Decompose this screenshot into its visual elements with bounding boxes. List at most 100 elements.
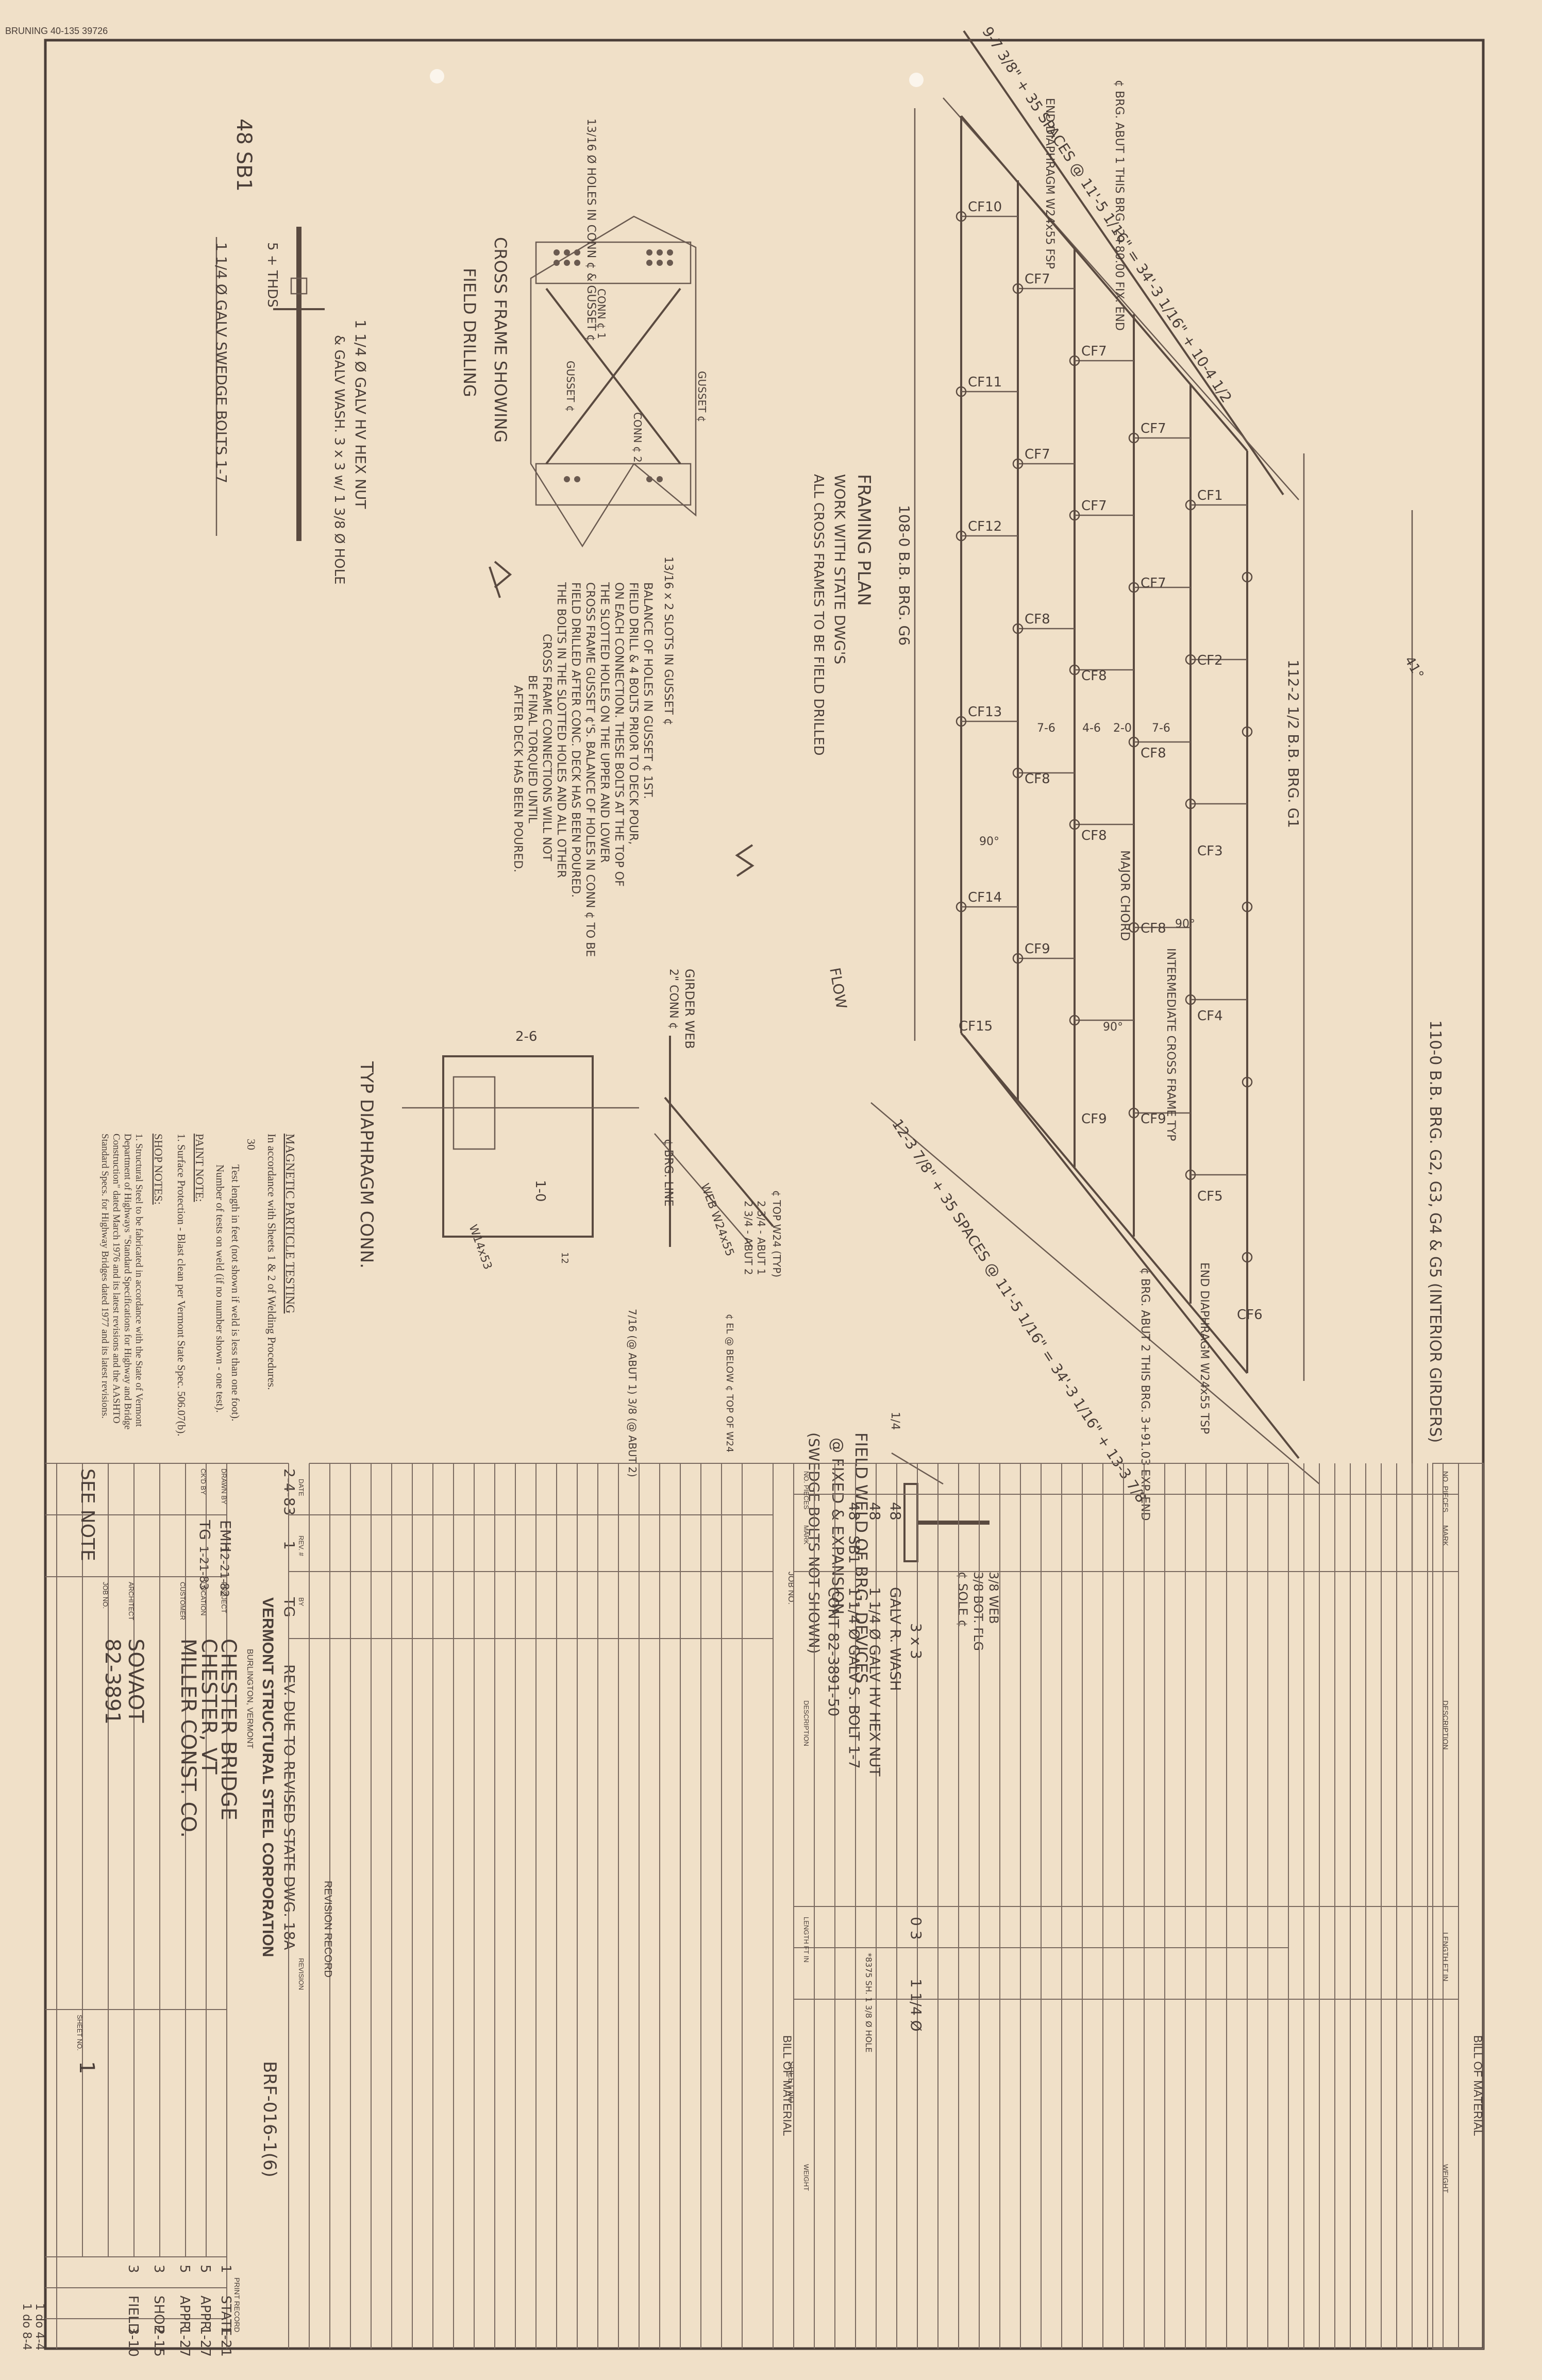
cf-label: CF11 (968, 375, 1002, 390)
cf-note: AFTER DECK HAS BEEN POURED. (511, 685, 524, 872)
paint-title: PAINT NOTE: (193, 1134, 206, 1202)
skew-angle: 41° (1401, 654, 1427, 682)
framing-note2: ALL CROSS FRAMES TO BE FIELD DRILLED (811, 474, 826, 756)
punch-hole (430, 69, 444, 83)
cf-note: CROSS FRAME GUSSET ¢'S. BALANCE OF HOLES… (583, 582, 596, 957)
slots-label: 13/16 x 2 SLOTS IN GUSSET ¢ (662, 556, 675, 725)
print-row: 1-27 (197, 2326, 213, 2357)
diaphragm-title: TYP DIAPHRAGM CONN. (356, 1061, 377, 1269)
bom-row-desc: GALV R. WASH (887, 1587, 904, 1691)
mpt-title: MAGNETIC PARTICLE TESTING (283, 1134, 296, 1313)
revision-title: REVISION RECORD (322, 1881, 333, 1978)
cf-label: CF7 (1141, 576, 1166, 591)
conn-label: 2" CONN ¢ (667, 969, 680, 1029)
cf-note: THE BOLTS IN THE SLOTTED HOLES AND ALL O… (555, 582, 567, 878)
cf-label: CF9 (1025, 941, 1050, 957)
conn2-label: CONN ¢ 2 (631, 412, 644, 463)
gusset-label-2: GUSSET ¢ (564, 361, 577, 412)
print-row: 3 (151, 2265, 166, 2273)
revision-record: REVISION RECORD DATE REV. # BY REVISION … (281, 1463, 774, 2349)
print-row: 5 (177, 2265, 192, 2273)
cf-label: CF7 (1081, 344, 1107, 359)
field-weld-title: FIELD WELD OF BRG. DEVICES (851, 1432, 871, 1683)
paint-text: 1. Surface Protection - Blast clean per … (175, 1134, 188, 1436)
bom-header: NO. PIECES (802, 1471, 810, 1510)
checked-label: CK'D BY (199, 1468, 207, 1495)
sheet-border (44, 39, 1485, 2350)
cf-label: CF13 (968, 704, 1002, 720)
project-name: CHESTER BRIDGE (216, 1639, 240, 1820)
conn1-label: CONN ¢ 1 (595, 289, 608, 339)
cf-label: CF7 (1025, 272, 1050, 287)
project-label: PROJECT (220, 1582, 228, 1613)
shop-text: 1. Structural Steel to be fabricated in … (99, 1134, 144, 1430)
north-arrow-2 (494, 561, 512, 588)
brg-line-label: ¢ BRG. LINE (662, 1139, 675, 1207)
cf-label: CF2 (1197, 653, 1223, 668)
interior-girders-label: 110-0 B.B. BRG. G2, G3, G4 & G5 (INTERIO… (1426, 1020, 1444, 1443)
intermediate-label: INTERMEDIATE CROSS FRAME TYP (1164, 948, 1177, 1141)
customer-label: CUSTOMER (179, 1582, 187, 1620)
twelve-label: 12 (559, 1252, 570, 1264)
print-row: FIELD (125, 2295, 141, 2334)
framing-note1: WORK WITH STATE DWG'S (831, 474, 848, 664)
bom-row-desc: 3 x 3 (908, 1623, 925, 1659)
bom-row-weight: 1 1/4 Ø (908, 1979, 925, 2032)
cf-label: CF8 (1081, 828, 1107, 843)
cf-note: BALANCE OF HOLES IN GUSSET ¢ 1ST. (641, 582, 654, 799)
abut1-label: 2 3/4 - ABUT 1 (755, 1201, 767, 1275)
cf-label: CF9 (1081, 1111, 1107, 1127)
dim-bottom-label: 12-3 7/8" + 35 SPACES @ 11'-5 1/16" = 34… (889, 1116, 1150, 1506)
bolt-washer: & GALV WASH. 3 x 3 w/ 1 3/8 Ø HOLE (331, 335, 347, 584)
shop-title: SHOP NOTES: (152, 1134, 165, 1205)
w14-label: W14x53 (466, 1223, 494, 1272)
bay-dim: 7-6 (1152, 722, 1170, 735)
bay-dim: 7-6 (1037, 722, 1055, 735)
swedge-bolt-detail: 48 SB1 1 1/4 Ø GALV SWEDGE BOLTS 1-7 5 +… (213, 119, 369, 584)
drawn-by-value: EMH (217, 1520, 234, 1552)
abut2-label: 2 3/4 - ABUT 2 (742, 1201, 755, 1275)
job-number: 82-3891 (100, 1639, 124, 1725)
checked-date: 1-21-83 (197, 1546, 210, 1590)
checked-value: TG (196, 1520, 213, 1540)
north-arrow (735, 844, 755, 877)
bom-header: WEIGHT (802, 2164, 810, 2191)
print-row: APPR (197, 2295, 213, 2330)
cf-note: ON EACH CONNECTION. THESE BOLTS AT THE T… (612, 582, 625, 887)
sole-label: ¢ SOLE ¢ (956, 1572, 970, 1627)
print-row: 3-10 (125, 2326, 141, 2357)
mpt-test: Test length in feet (not shown if weld i… (229, 1164, 242, 1421)
cf-label: CF15 (959, 1019, 993, 1034)
bom-header: MARK (802, 1525, 810, 1545)
end-diaphragm-top (960, 115, 1248, 452)
bay-dim: 2-0 (1113, 722, 1132, 735)
cf-note: CROSS FRAME CONNECTIONS WILL NOT (540, 634, 553, 862)
cf-note: FIELD DRILL & 4 BOLTS PRIOR TO DECK POUR… (627, 582, 640, 845)
mpt-num: Number of tests on weld (if no number sh… (214, 1164, 226, 1413)
bom-main: BILL OF MATERIAL JOB NO. SHEET NO. NO. P… (773, 1463, 1288, 2349)
field-weld-detail: 1/4 3/8 WEB 3/8 BOT. FLG ¢ SOLE ¢ FIELD … (806, 1412, 1001, 1683)
cf-label: CF10 (968, 199, 1002, 215)
connection-circles (956, 211, 1253, 1263)
general-notes: MAGNETIC PARTICLE TESTING In accordance … (99, 1134, 296, 1436)
elev-label: ¢ EL @ BELOW ¢ TOP OF W24 (724, 1314, 735, 1453)
bolt-nut: 1 1/4 Ø GALV HV HEX NUT (352, 319, 369, 509)
revision-by: TG (281, 1597, 298, 1617)
bom-side-note: *8375 SH. 1 3/8 Ø HOLE (864, 1953, 874, 2052)
cf-note: BE FINAL TORQUED UNTIL (526, 675, 539, 824)
location-name: CHESTER, VT (197, 1639, 221, 1775)
bolt-desc: 1 1/4 Ø GALV SWEDGE BOLTS 1-7 (213, 242, 230, 483)
cross-frame-subtitle: FIELD DRILLING (460, 268, 479, 397)
bom-row-desc: CONT 82-3891-50 (825, 1587, 842, 1716)
w24-label: WEB W24x55 (698, 1182, 736, 1258)
cf-label: CF12 (968, 519, 1002, 534)
cf-label: CF1 (1197, 488, 1223, 503)
diaphragm-dim2: 1-0 (532, 1180, 548, 1202)
web-label: 3/8 WEB (986, 1572, 1001, 1624)
bom-header: LENGTH FT IN (802, 1917, 810, 1963)
bom-row-length: 0 3 (908, 1917, 925, 1940)
flg-label: 3/8 BOT. FLG (971, 1572, 985, 1651)
print-row: 1-27 (177, 2326, 192, 2357)
g6-label: 108-0 B.B. BRG. G6 (896, 505, 913, 646)
